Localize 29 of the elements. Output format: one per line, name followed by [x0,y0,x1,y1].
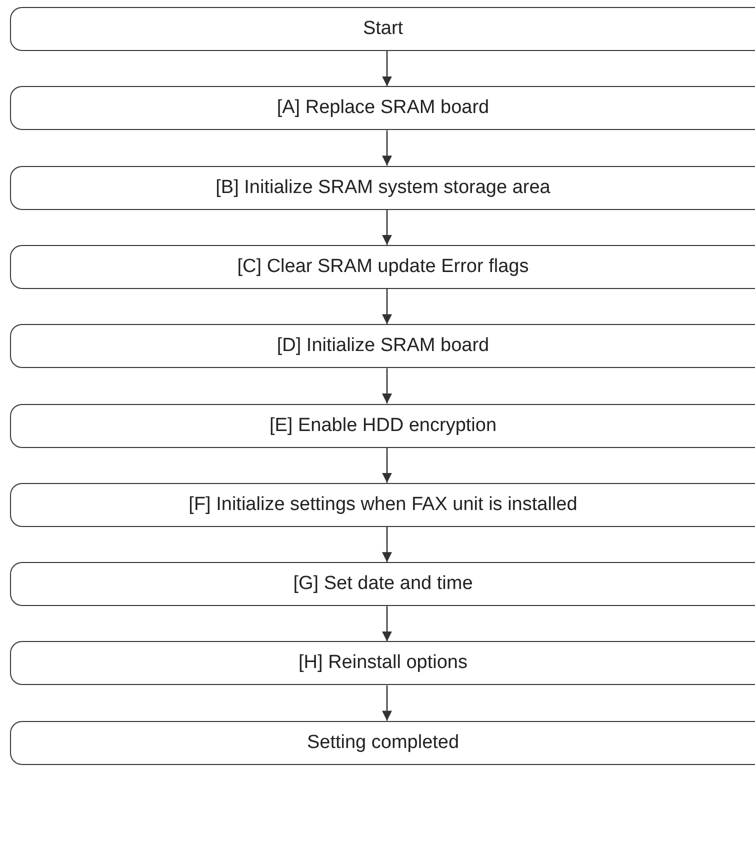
step-label: [D] Initialize SRAM board [276,335,490,358]
arrow [382,51,392,86]
terminal-box [10,720,755,765]
process-box [10,166,755,210]
process-box [10,482,755,527]
step-label: Setting completed [306,732,460,754]
arrow [382,526,392,562]
arrow [382,210,392,245]
step-label: Start [362,18,404,40]
step-label: [E] Enable HDD encryption [269,414,497,436]
terminal-box [10,7,755,51]
arrow [382,130,392,166]
process-box [10,562,755,606]
process-box [10,404,755,448]
step-label: [C] Clear SRAM update Error flags [237,256,529,278]
process-box [10,641,755,686]
step-label: [G] Set date and time [293,573,473,596]
arrow [382,606,392,642]
process-box [10,324,755,368]
arrow [382,685,392,721]
process-box [10,244,755,289]
arrow [382,368,392,404]
arrow [382,448,392,483]
process-box [10,86,755,130]
step-label: [A] Replace SRAM board [276,97,490,120]
step-label: [F] Initialize settings when FAX unit is installed [188,494,578,516]
arrow [382,288,392,324]
step-label: [B] Initialize SRAM system storage area [216,176,550,199]
step-label: [H] Reinstall options [298,652,468,674]
